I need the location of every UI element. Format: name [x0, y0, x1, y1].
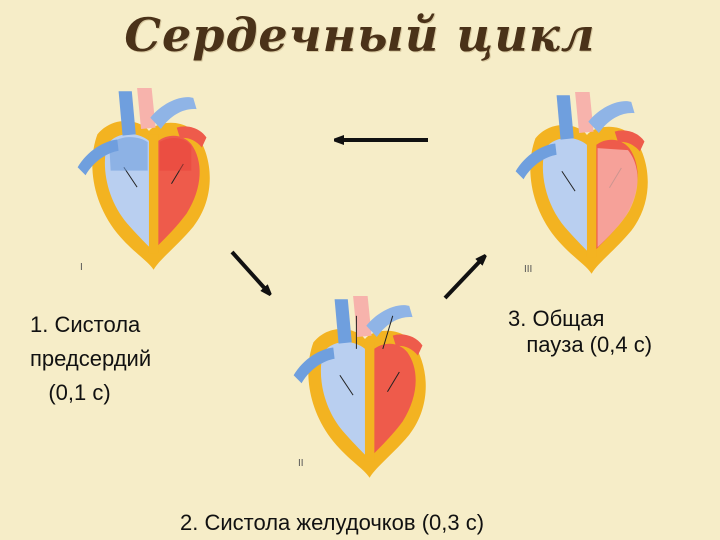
heart-stage-1	[77, 88, 211, 271]
stage-3-label: 3. Общая пауза (0,4 с)	[508, 306, 653, 358]
page-title: Сердечный цикл	[124, 8, 596, 62]
stage-1-label: 1. Систола предсердий (0,1 с)	[30, 312, 152, 406]
arrow-stage1-to-stage2	[230, 250, 268, 292]
stage-2-roman: II	[298, 458, 304, 469]
stage-2-label: 2. Систола желудочков (0,3 с)	[180, 510, 485, 535]
heart-stage-2	[293, 296, 427, 479]
heart-stage-3	[515, 92, 649, 275]
stage-1-roman: I	[80, 262, 83, 273]
stage-3-roman: III	[524, 264, 533, 275]
arrow-stage2-to-stage3	[443, 258, 483, 300]
